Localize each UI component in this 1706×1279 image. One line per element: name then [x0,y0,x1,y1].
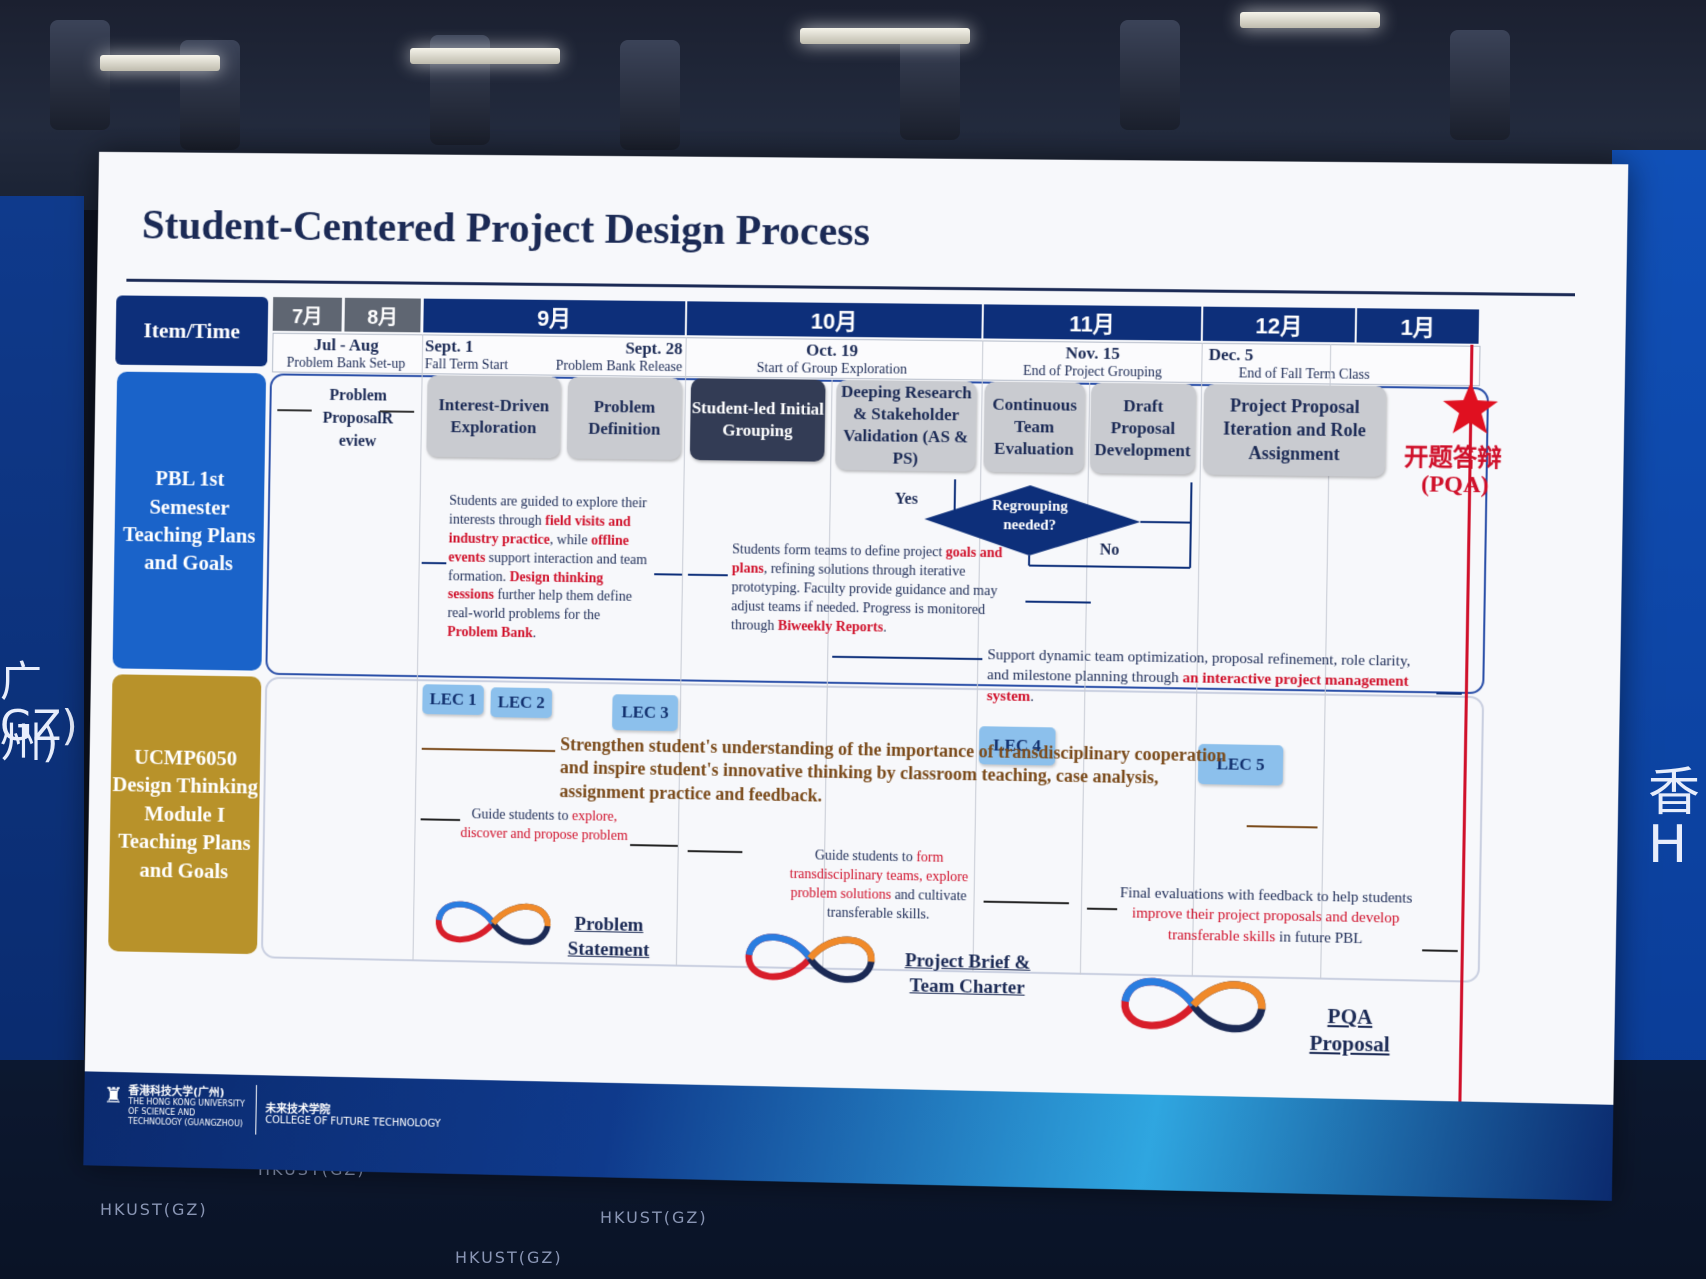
text-segment: . [532,626,537,642]
arrow-right [654,573,683,576]
lecture-badge-1: LEC 1 [422,684,484,716]
lecture-badge-3: LEC 3 [612,694,679,732]
month-header-sep: 9月 [423,298,686,336]
floor-logo-text: HKUST(GZ) [100,1200,208,1219]
right-led-wall: 香 H [1612,150,1706,1170]
ceiling-light [410,48,560,64]
ucmp-guide-teams: Guide students to form transdisciplinary… [778,847,979,926]
left-wall-text: GZ) [0,701,78,750]
month-header-nov: 11月 [983,304,1202,341]
stage-light-fixture [1450,30,1510,140]
date-dec-5: Dec. 5 [1208,344,1254,365]
pqa-label-en: (PQA) [1420,471,1490,499]
text-segment: . [1030,688,1035,705]
decision-yes-label: Yes [894,490,918,508]
stage-light-fixture [900,30,960,140]
item-time-header: Item/Time [115,295,269,367]
date-nov-15: Nov. 15 [1065,343,1120,363]
ceiling-light [100,55,220,71]
ceiling-light [1240,12,1380,28]
pbl-description-nov-dec: Support dynamic team optimization, propo… [987,645,1432,713]
deliverable-problem-statement: Problem Statement [567,913,650,961]
ceiling-light [800,28,970,44]
pqa-label-cn: 开题答辩 [1403,442,1502,473]
stage-problem-definition: Problem Definition [566,376,683,460]
milestone-label: Start of Group Exploration [756,360,908,378]
decision-no-label: No [1099,541,1120,559]
lecture-badge-2: LEC 2 [490,687,553,719]
right-wall-text: H [1648,815,1688,875]
problem-proposal-review: Problem ProposalR eview [322,386,394,451]
date-oct-19: Oct. 19 [805,340,859,361]
text-segment: Students form teams to define project [732,542,946,561]
arrow-left [277,409,312,412]
infinity-logo-icon [737,921,875,996]
regrouping-decision-diagram [923,479,1227,574]
stage-interest-driven-exploration: Interest-Driven Exploration [426,375,562,459]
text-segment: Guide students to [471,807,573,825]
slide-title: Student-Centered Project Design Process [141,202,871,256]
ucmp-guide-explore: Guide students to explore, discover and … [460,806,629,847]
text-highlight: Biweekly Reports [777,618,884,636]
month-header-dec: 12月 [1202,306,1356,343]
stage-light-fixture [1120,20,1180,130]
date-jul-aug: Jul - Aug [313,335,379,355]
pbl-description-sept: Students are guided to explore their int… [447,493,652,646]
ucmp-strengthen-text: Strengthen student's understanding of th… [559,734,1227,806]
milestone-label: Problem Bank Set-up [286,355,406,372]
infinity-logo-icon [428,890,558,956]
milestone-label: Problem Bank Release [555,358,683,376]
date-sept-1: Sept. 1 [424,336,474,356]
stage-draft-proposal-development: Draft Proposal Development [1089,382,1197,475]
star-icon [1442,381,1499,434]
stage-deeping-research: Deeping Research & Stakeholder Validatio… [835,379,977,472]
text-segment: in future PBL [1275,928,1363,947]
university-crest-icon: ♜ [103,1083,124,1109]
milestone-label: Fall Term Start [424,357,509,374]
month-header-jul: 7月 [272,297,343,332]
stage-student-led-initial-grouping: Student-led Initial Grouping [689,378,826,462]
pbl-description-oct: Students form teams to define project go… [731,541,1022,640]
deliverable-project-brief: Project Brief & Team Charter [904,950,1031,999]
arrow-right [379,410,415,413]
arrow-left [421,561,447,565]
row-label-pbl: PBL 1st Semester Teaching Plans and Goal… [112,371,267,671]
college-name-en: COLLEGE OF FUTURE TECHNOLOGY [265,1114,441,1130]
stage-light-fixture [50,20,110,130]
month-header-jan: 1月 [1356,308,1480,344]
text-highlight: Problem Bank [447,625,533,642]
date-sept-28: Sept. 28 [625,338,683,359]
month-header-aug: 8月 [344,297,421,333]
deliverable-pqa-proposal: PQA Proposal [1309,1003,1390,1057]
month-header-oct: 10月 [686,301,982,339]
right-wall-text: 香 [1648,763,1701,823]
arrow-right [1436,692,1462,695]
ucmp-guide-final: Final evaluations with feedback to help … [1119,883,1413,950]
regrouping-needed-label: Regrouping needed? [991,497,1069,534]
text-segment: Guide students to [814,848,917,866]
university-name-en: THE HONG KONG UNIVERSITY OF SCIENCE AND … [127,1097,245,1129]
text-segment: . [883,620,887,636]
stage-light-fixture [620,40,680,150]
infinity-logo-icon [1112,963,1275,1047]
presentation-slide: Student-Centered Project Design Process … [83,151,1629,1201]
text-segment: , while [549,532,592,549]
left-wall-text: 广州) [0,657,59,767]
stage-project-proposal-iteration: Project Proposal Iteration and Role Assi… [1202,384,1387,477]
text-segment: Final evaluations with feedback to help … [1119,885,1413,907]
title-divider [126,278,1576,297]
stage-continuous-team-evaluation: Continuous Team Evaluation [983,381,1086,473]
floor-logo-text: HKUST(GZ) [600,1208,708,1227]
floor-logo-text: HKUST(GZ) [455,1248,563,1267]
logo-divider [255,1085,257,1135]
row-label-ucmp: UCMP6050 Design Thinking Module I Teachi… [108,674,262,955]
left-led-wall: 广州) GZ) [0,196,84,1096]
milestone-label: End of Project Grouping [1022,363,1163,381]
